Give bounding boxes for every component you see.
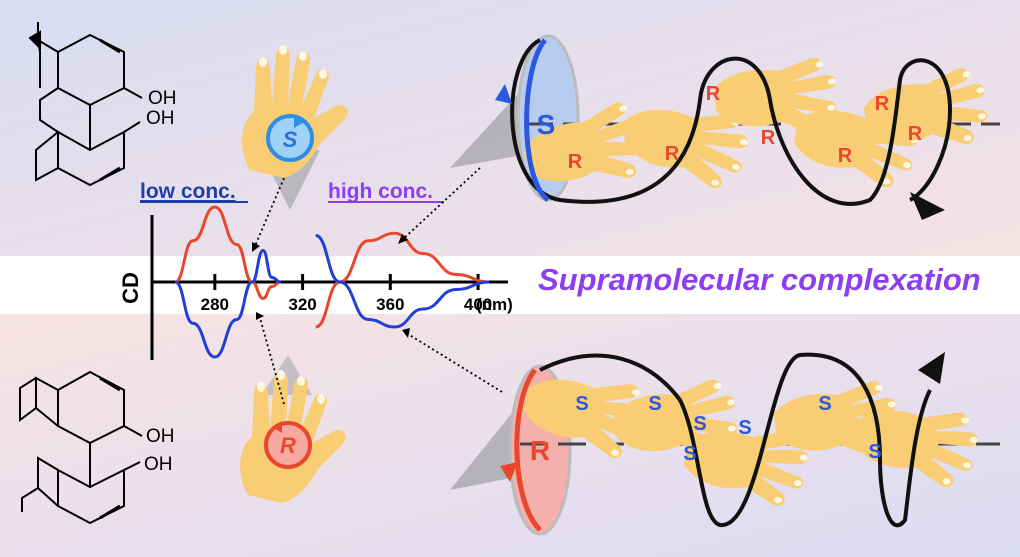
x-tick-label-2: 360: [376, 295, 404, 314]
hand-bottom-rotation-circle: [264, 421, 312, 469]
helix-top-hand-label-2: R: [665, 143, 680, 165]
x-tick-label-1: 320: [288, 295, 316, 314]
helix-bottom-hand-label-1: S: [575, 393, 588, 415]
helix-bottom-hand-label-5: S: [818, 393, 831, 415]
high-conc-label: high conc.: [328, 180, 433, 203]
hand-top: [242, 45, 348, 210]
molecule-top-oh-1: OH: [148, 88, 177, 109]
dotted-arrows: [254, 167, 503, 405]
helix-top-hand-label-6: R: [875, 93, 890, 115]
helix-top-hand-label-1: R: [568, 151, 583, 173]
cd-series-line-0: [174, 205, 281, 301]
x-tick-label-3: 400: [464, 295, 492, 314]
helix-top-labels: S R R R R R R R: [537, 83, 923, 173]
helix-top-hand-label-4: R: [761, 127, 776, 149]
cd-chart: CD (nm) 280 320 360 400: [118, 205, 513, 360]
hand-bottom: [240, 355, 346, 503]
arrow-heads: [252, 234, 410, 338]
cd-series-line-3: [315, 234, 490, 329]
figure-title: Supramolecular complexation: [538, 262, 981, 297]
helix-bottom-disc-label: R: [530, 435, 550, 466]
helix-bottom-hand-label-4: S: [738, 417, 751, 439]
helix-bottom-hand-label-7: S: [693, 413, 706, 435]
helix-bottom: [450, 352, 1000, 536]
middle-band: [0, 256, 1020, 314]
chart-ylabel: CD: [118, 272, 143, 304]
helix-bottom-hand-label-3: S: [683, 443, 696, 465]
helix-bottom-hand-label-6: S: [868, 441, 881, 463]
cd-series-line-1: [174, 248, 281, 359]
molecule-bottom-oh-1: OH: [146, 426, 175, 447]
x-tick-label-0: 280: [201, 295, 229, 314]
hand-top-rotation-circle: [266, 114, 314, 162]
helix-top-disc-label: S: [537, 109, 556, 140]
molecule-bottom-oh-2: OH: [144, 454, 173, 475]
molecule-top-oh-2: OH: [146, 108, 175, 129]
helix-bottom-hand-label-2: S: [648, 393, 661, 415]
low-conc-label: low conc.: [140, 180, 236, 203]
helix-top: [450, 34, 1000, 220]
helix-top-hand-label-7: R: [908, 123, 923, 145]
helix-top-hand-label-3: R: [706, 83, 721, 105]
hand-bottom-label: R: [280, 433, 296, 458]
chart-x-unit: (nm): [476, 295, 513, 314]
helix-top-hand-label-5: R: [838, 145, 853, 167]
molecule-bottom: [19, 370, 143, 525]
helix-bottom-labels: R S S S S S S S: [530, 393, 882, 466]
molecule-top: [28, 22, 143, 187]
hand-top-label: S: [283, 127, 298, 152]
